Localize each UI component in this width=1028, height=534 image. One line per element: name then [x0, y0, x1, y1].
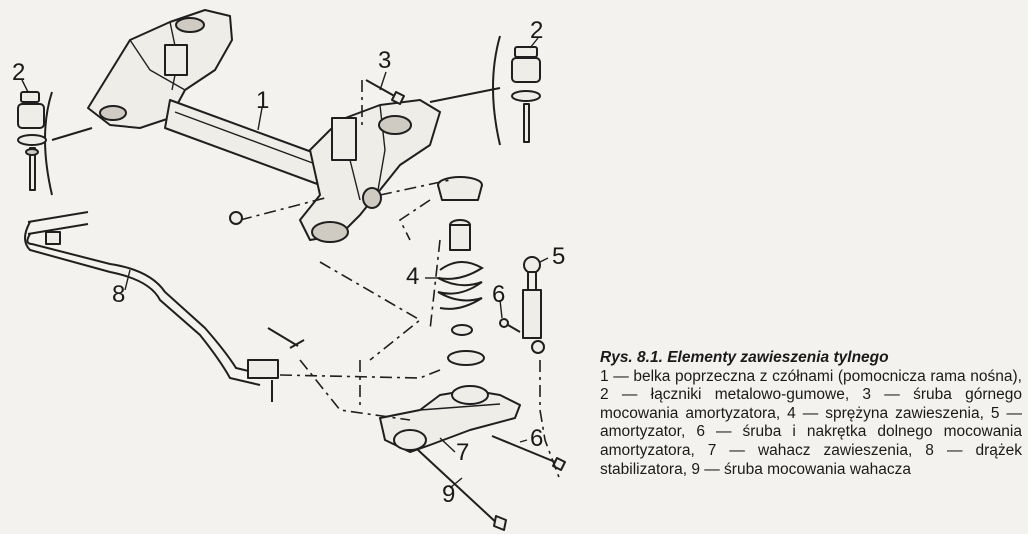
callout-2-right: 2 [530, 17, 543, 44]
assembly-lines [229, 179, 561, 481]
figure-caption: Rys. 8.1. Elementy zawieszenia tylnego 1… [600, 349, 1022, 479]
callout-7: 7 [456, 439, 469, 466]
callout-4: 4 [406, 263, 419, 290]
callout-9: 9 [442, 481, 455, 508]
crossmember-beam [87, 9, 441, 243]
callout-8: 8 [112, 281, 125, 308]
control-arm-bolt [417, 449, 507, 531]
coil-spring-assembly [398, 176, 485, 366]
shock-absorber [499, 256, 545, 354]
upper-shock-bolt [361, 79, 405, 130]
caption-body: 1 — belka poprzeczna z czółnami (pomocni… [600, 367, 1022, 478]
callout-6-upper: 6 [492, 281, 505, 308]
bushing-group-left [17, 91, 93, 196]
bushing-group-right [429, 35, 541, 146]
callout-3: 3 [378, 47, 391, 74]
callout-1: 1 [256, 87, 269, 114]
callout-6-lower: 6 [530, 425, 543, 452]
leader-lines [21, 37, 549, 489]
stabilizer-bar [24, 211, 305, 402]
control-arm [379, 385, 521, 453]
callout-2-left: 2 [12, 59, 25, 86]
callout-5: 5 [552, 243, 565, 270]
caption-title: Rys. 8.1. Elementy zawieszenia tylnego [600, 349, 889, 366]
